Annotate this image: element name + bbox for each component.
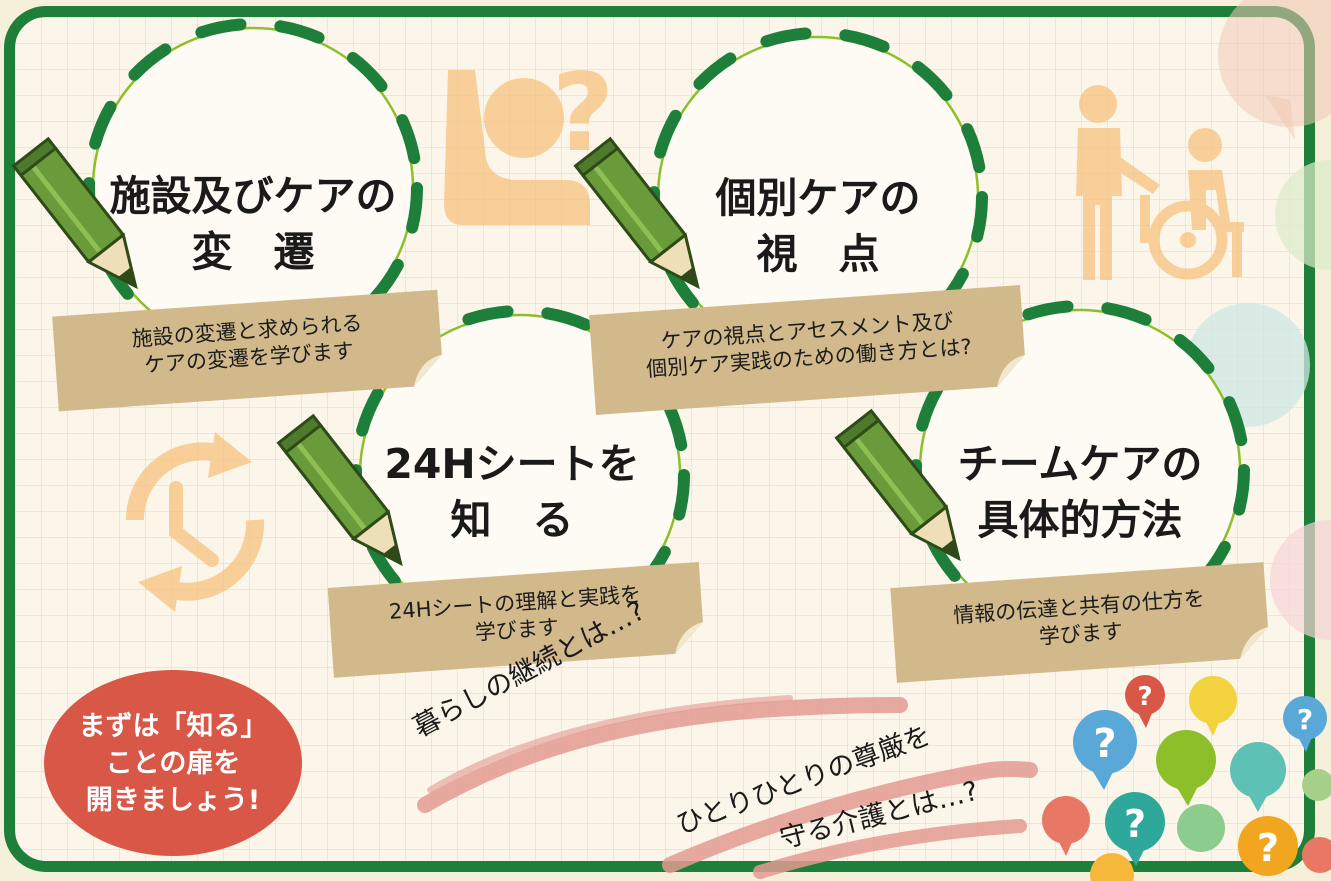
cta-line: まずは「知る」 bbox=[78, 710, 268, 742]
topic-title-line: 変 遷 bbox=[191, 228, 315, 276]
topic-title-line: チームケアの bbox=[957, 440, 1203, 488]
topic-title: 施設及びケアの 変 遷 bbox=[93, 168, 413, 280]
cta-line: 開きましょう! bbox=[85, 784, 261, 816]
topic-title-line: 個別ケアの bbox=[715, 174, 921, 222]
topic-title: チームケアの 具体的方法 bbox=[920, 436, 1240, 548]
topic-title: 個別ケアの 視 点 bbox=[658, 170, 978, 282]
cta-line: ことの扉を bbox=[105, 747, 241, 779]
topic-title-line: 知 る bbox=[450, 496, 574, 544]
topic-title: 24Hシートを 知 る bbox=[352, 436, 672, 548]
cta-oval: まずは「知る」 ことの扉を 開きましょう! bbox=[44, 670, 302, 856]
topic-title-line: 具体的方法 bbox=[977, 496, 1183, 544]
topic-title-line: 施設及びケアの bbox=[109, 172, 397, 220]
topic-title-line: 24Hシートを bbox=[384, 440, 640, 488]
topic-title-line: 視 点 bbox=[756, 230, 880, 278]
